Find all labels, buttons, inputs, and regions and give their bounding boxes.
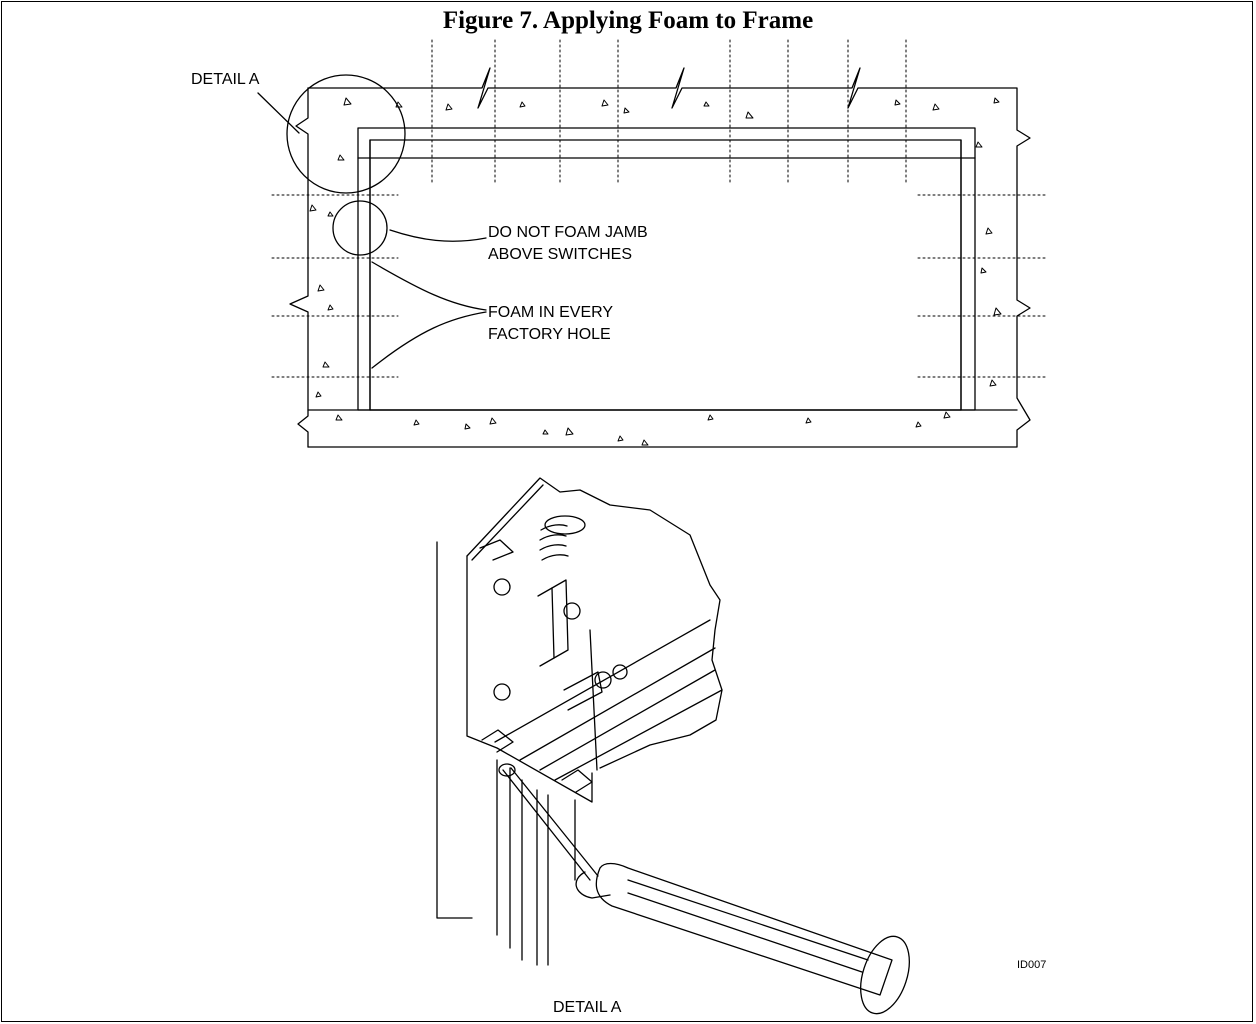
foam-callout-line-2: FACTORY HOLE: [488, 326, 611, 343]
foam-leader-lower: [371, 311, 487, 369]
concrete-texture: [309, 97, 1002, 446]
drawing-id: ID007: [1017, 959, 1047, 971]
no-foam-callout: DO NOT FOAM JAMB ABOVE SWITCHES: [488, 222, 648, 266]
foam-callout-line-1: FOAM IN EVERY: [488, 304, 614, 321]
foam-callout: FOAM IN EVERY FACTORY HOLE: [488, 302, 613, 346]
no-foam-callout-line-2: ABOVE SWITCHES: [488, 246, 633, 263]
detail-a-circle: [286, 74, 406, 194]
detail-a-label: DETAIL A: [191, 71, 260, 88]
jamb-circle: [332, 200, 388, 256]
no-foam-leader: [389, 229, 487, 242]
detail-a-illustration: [436, 477, 910, 1015]
wall-elevation: [289, 67, 1031, 448]
foam-leader-upper: [371, 261, 487, 311]
dotted-guides: [271, 39, 1047, 378]
no-foam-callout-line-1: DO NOT FOAM JAMB: [488, 224, 648, 241]
detail-a-caption: DETAIL A: [553, 999, 622, 1016]
detail-a-leader: [257, 92, 300, 134]
figure-title: Figure 7. Applying Foam to Frame: [442, 7, 814, 34]
